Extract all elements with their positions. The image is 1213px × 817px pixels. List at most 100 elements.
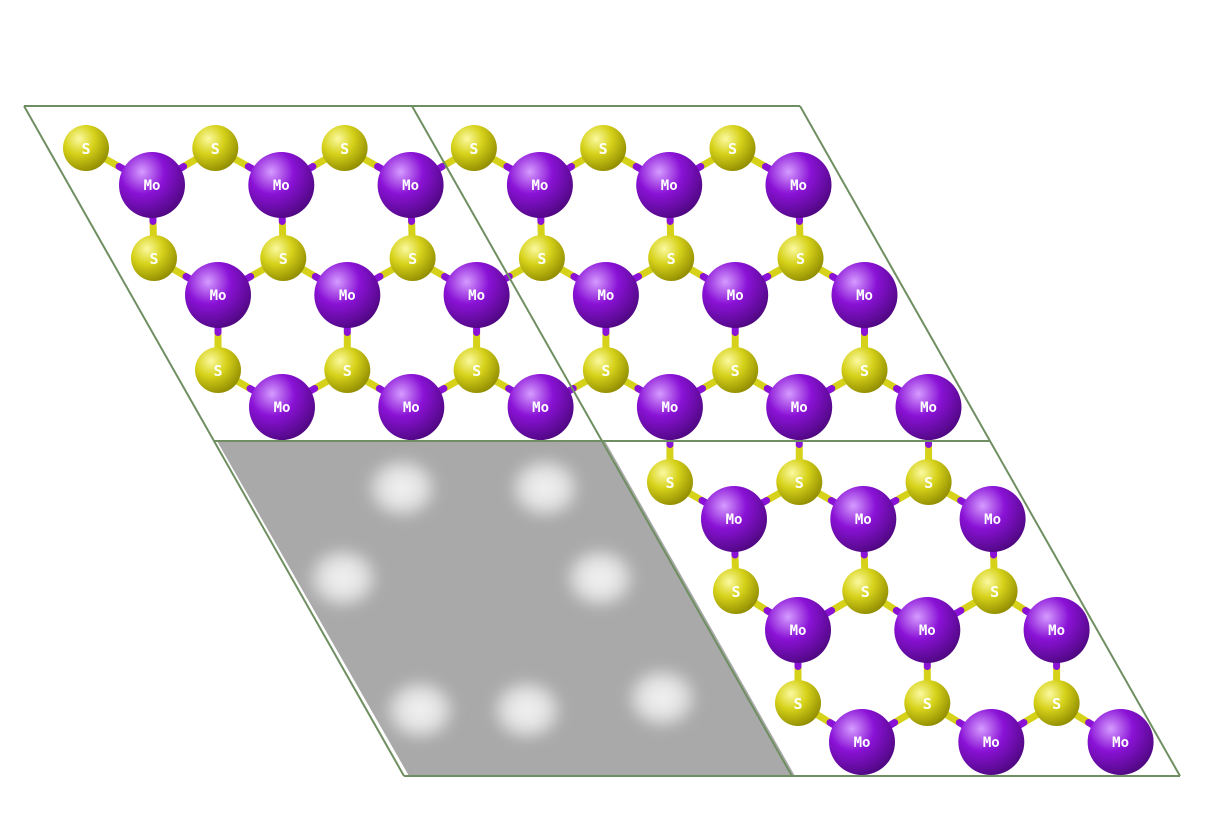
sulfur-sphere	[648, 235, 695, 281]
molybdenum-atom: Mo	[636, 374, 703, 440]
sulfur-sphere	[647, 459, 693, 505]
sulfur-sphere	[713, 568, 759, 614]
sulfur-sphere	[841, 347, 888, 393]
molybdenum-sphere	[959, 486, 1026, 552]
sulfur-atom: S	[192, 125, 239, 171]
molybdenum-label: Mo	[531, 178, 548, 194]
stm-bright-spot	[507, 455, 583, 521]
sulfur-label: S	[472, 362, 481, 380]
molybdenum-label: Mo	[726, 512, 743, 528]
molybdenum-atom: Mo	[701, 486, 767, 552]
molybdenum-label: Mo	[402, 178, 419, 194]
molybdenum-label: Mo	[791, 400, 808, 416]
molybdenum-sphere	[701, 486, 767, 552]
molybdenum-atom: Mo	[572, 262, 639, 328]
stm-bright-spot	[382, 677, 458, 743]
molybdenum-label: Mo	[727, 288, 744, 304]
molybdenum-atom: Mo	[378, 374, 445, 440]
stm-image-panel	[217, 441, 795, 776]
sulfur-sphere	[131, 235, 177, 281]
sulfur-label: S	[340, 140, 349, 158]
molybdenum-sphere	[830, 486, 897, 552]
sulfur-sphere	[776, 459, 823, 505]
molybdenum-label: Mo	[273, 178, 290, 194]
sulfur-atom: S	[131, 235, 177, 281]
molybdenum-atom: Mo	[831, 262, 898, 328]
molybdenum-label: Mo	[661, 178, 678, 194]
molybdenum-atom: Mo	[1087, 709, 1154, 775]
molybdenum-sphere	[572, 262, 639, 328]
sulfur-label: S	[860, 362, 869, 380]
molybdenum-atom: Mo	[958, 709, 1025, 775]
sulfur-atom: S	[195, 347, 241, 393]
molybdenum-label: Mo	[920, 400, 937, 416]
sulfur-sphere	[453, 347, 500, 393]
sulfur-sphere	[321, 125, 368, 171]
molybdenum-atom: Mo	[895, 374, 962, 440]
molybdenum-label: Mo	[597, 288, 614, 304]
molybdenum-label: Mo	[403, 400, 420, 416]
sulfur-atom: S	[713, 568, 759, 614]
molybdenum-label: Mo	[1048, 623, 1065, 639]
molybdenum-label: Mo	[790, 623, 807, 639]
molybdenum-atom: Mo	[829, 709, 895, 775]
molybdenum-sphere	[443, 262, 510, 328]
molybdenum-sphere	[829, 709, 895, 775]
molybdenum-atom: Mo	[443, 262, 510, 328]
sulfur-label: S	[599, 140, 608, 158]
sulfur-label: S	[1052, 695, 1061, 713]
molybdenum-label: Mo	[790, 178, 807, 194]
sulfur-atom: S	[971, 568, 1018, 614]
sulfur-atom: S	[580, 125, 627, 171]
sulfur-sphere	[324, 347, 371, 393]
sulfur-label: S	[279, 250, 288, 268]
sulfur-label: S	[796, 250, 805, 268]
sulfur-sphere	[905, 459, 952, 505]
sulfur-atom: S	[712, 347, 759, 393]
sulfur-atom: S	[648, 235, 695, 281]
molybdenum-sphere	[894, 597, 961, 663]
sulfur-label: S	[211, 140, 220, 158]
sulfur-atom: S	[842, 568, 889, 614]
molybdenum-sphere	[314, 262, 381, 328]
unit-cell-edge	[23, 105, 405, 777]
sulfur-label: S	[731, 362, 740, 380]
sulfur-label: S	[469, 140, 478, 158]
sulfur-sphere	[260, 235, 307, 281]
molybdenum-atom: Mo	[702, 262, 769, 328]
molybdenum-label: Mo	[854, 735, 871, 751]
molybdenum-sphere	[831, 262, 898, 328]
stm-bright-spot	[305, 545, 381, 611]
molybdenum-sphere	[636, 374, 703, 440]
sulfur-atom: S	[905, 459, 952, 505]
sulfur-atom: S	[260, 235, 307, 281]
sulfur-label: S	[667, 250, 676, 268]
molybdenum-sphere	[185, 262, 251, 328]
sulfur-atom: S	[775, 680, 821, 726]
sulfur-atom: S	[709, 125, 756, 171]
sulfur-atom: S	[518, 235, 565, 281]
sulfur-label: S	[343, 362, 352, 380]
sulfur-sphere	[842, 568, 889, 614]
sulfur-sphere	[775, 680, 821, 726]
molybdenum-sphere	[1087, 709, 1154, 775]
molybdenum-atom: Mo	[249, 374, 315, 440]
molybdenum-sphere	[766, 374, 833, 440]
sulfur-sphere	[777, 235, 824, 281]
sulfur-label: S	[990, 583, 999, 601]
molybdenum-atom: Mo	[119, 152, 185, 218]
sulfur-label: S	[149, 250, 158, 268]
molybdenum-label: Mo	[532, 400, 549, 416]
sulfur-atom: S	[450, 125, 497, 171]
sulfur-atom: S	[841, 347, 888, 393]
molybdenum-atom: Mo	[248, 152, 315, 218]
molybdenum-sphere	[249, 374, 315, 440]
sulfur-label: S	[923, 695, 932, 713]
sulfur-sphere	[1033, 680, 1080, 726]
molybdenum-atom: Mo	[765, 152, 832, 218]
sulfur-atom: S	[776, 459, 823, 505]
sulfur-label: S	[81, 140, 90, 158]
sulfur-atom: S	[1033, 680, 1080, 726]
